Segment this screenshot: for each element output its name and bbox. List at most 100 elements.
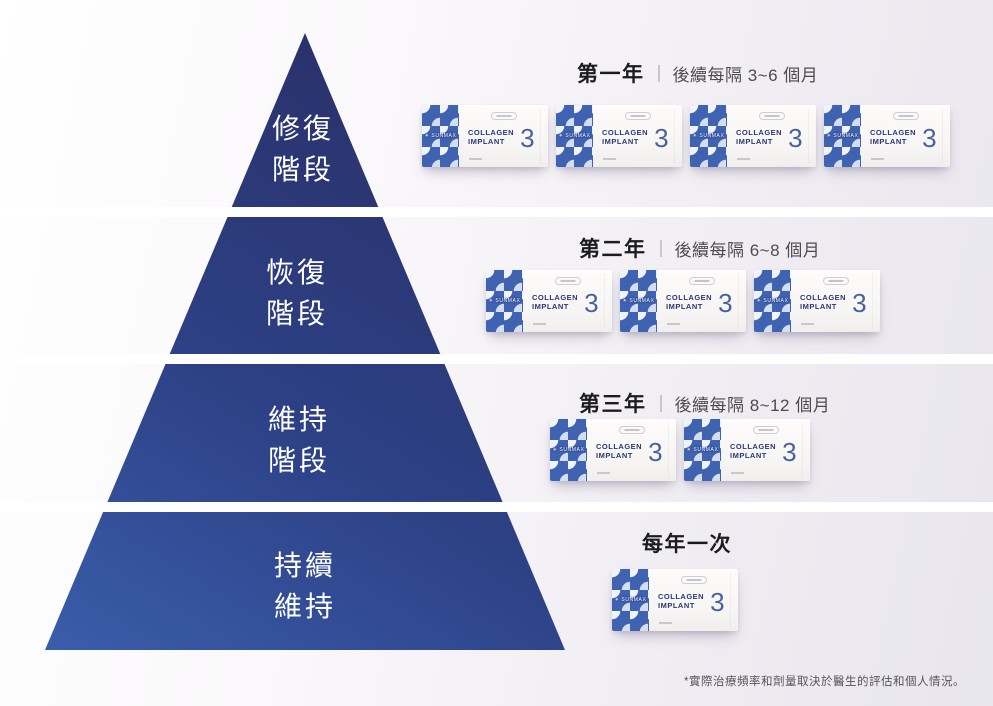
product-box-pattern-panel: ✳ SUNMAX xyxy=(684,419,721,481)
product-name-line1: COLLAGEN xyxy=(658,592,705,601)
product-name-line1: COLLAGEN xyxy=(532,293,579,302)
year3-label: 第三年 xyxy=(579,393,647,416)
product-name-line1: COLLAGEN xyxy=(602,128,649,137)
product-box: ✳ SUNMAX COLLAGEN IMPLANT 3 xyxy=(620,270,746,332)
product-badge xyxy=(892,112,919,120)
product-box-face: COLLAGEN IMPLANT 3 xyxy=(727,105,816,167)
product-name-line2: IMPLANT xyxy=(736,137,773,147)
product-box-face: COLLAGEN IMPLANT 3 xyxy=(593,105,682,167)
product-name-line1: COLLAGEN xyxy=(730,442,777,451)
product-name-line2: IMPLANT xyxy=(800,302,837,312)
sunmax-brand-text: SUNMAX xyxy=(763,298,789,304)
separator-band-1 xyxy=(0,207,993,217)
product-fine-print xyxy=(533,322,546,325)
product-name: COLLAGEN IMPLANT xyxy=(468,128,514,147)
sunmax-star-icon: ✳ xyxy=(614,597,620,603)
year2-divider xyxy=(659,239,662,257)
footnote: *實際治療頻率和劑量取決於醫生的評估和個人情況。 xyxy=(684,676,965,688)
product-name-line2: IMPLANT xyxy=(870,137,907,147)
product-box: ✳ SUNMAX COLLAGEN IMPLANT 3 xyxy=(690,105,816,167)
product-badge xyxy=(624,112,651,120)
product-box: ✳ SUNMAX COLLAGEN IMPLANT 3 xyxy=(550,419,676,481)
product-fine-print xyxy=(801,322,814,325)
product-fine-print xyxy=(597,471,610,474)
sunmax-star-icon: ✳ xyxy=(686,447,692,453)
product-number: 3 xyxy=(648,437,663,467)
product-name: COLLAGEN IMPLANT xyxy=(532,293,578,312)
year1-divider xyxy=(657,64,660,82)
separator-band-3 xyxy=(0,502,993,512)
product-box-pattern-panel: ✳ SUNMAX xyxy=(690,105,727,167)
product-name-line1: COLLAGEN xyxy=(596,442,643,451)
product-box: ✳ SUNMAX COLLAGEN IMPLANT 3 xyxy=(824,105,950,167)
sunmax-logo: ✳ SUNMAX xyxy=(827,133,859,139)
year1-product-boxes: ✳ SUNMAX COLLAGEN IMPLANT 3 ✳ SUNMAX COL… xyxy=(422,105,950,167)
product-number: 3 xyxy=(654,123,669,153)
product-number: 3 xyxy=(520,123,535,153)
product-title: COLLAGEN IMPLANT 3 xyxy=(870,125,937,151)
stage-label-maintain: 維持 階段 xyxy=(268,399,330,481)
sunmax-logo: ✳ SUNMAX xyxy=(757,298,789,304)
product-box-face: COLLAGEN IMPLANT 3 xyxy=(791,270,880,332)
sunmax-star-icon: ✳ xyxy=(488,298,494,304)
sunmax-logo: ✳ SUNMAX xyxy=(489,298,521,304)
product-name-line2: IMPLANT xyxy=(666,302,703,312)
product-title: COLLAGEN IMPLANT 3 xyxy=(658,587,725,617)
product-fine-print xyxy=(731,471,744,474)
product-title: COLLAGEN IMPLANT 3 xyxy=(736,123,803,153)
yearly-once-product-box: ✳ SUNMAX COLLAGEN IMPLANT 3 xyxy=(612,569,738,631)
product-number: 3 xyxy=(710,587,725,617)
year3-product-boxes: ✳ SUNMAX COLLAGEN IMPLANT 3 ✳ SUNMAX COL… xyxy=(550,419,810,481)
product-name-line2: IMPLANT xyxy=(730,451,767,461)
year1-label: 第一年 xyxy=(577,63,645,86)
product-badge xyxy=(758,112,785,120)
sunmax-logo: ✳ SUNMAX xyxy=(553,447,585,453)
product-box-pattern-panel: ✳ SUNMAX xyxy=(486,270,523,332)
product-name: COLLAGEN IMPLANT xyxy=(658,592,704,611)
product-fine-print xyxy=(871,157,884,160)
product-number: 3 xyxy=(852,288,867,318)
sunmax-logo: ✳ SUNMAX xyxy=(687,447,719,453)
product-box: ✳ SUNMAX COLLAGEN IMPLANT 3 xyxy=(422,105,548,167)
pyramid-segment-continuous xyxy=(45,512,565,650)
stage-label-line: 階段 xyxy=(268,445,331,476)
product-name: COLLAGEN IMPLANT xyxy=(800,293,846,312)
sunmax-brand-text: SUNMAX xyxy=(699,133,725,139)
sunmax-star-icon: ✳ xyxy=(558,133,564,139)
year2-frequency: 後續每隔 6~8 個月 xyxy=(674,240,821,260)
product-box: ✳ SUNMAX COLLAGEN IMPLANT 3 xyxy=(612,569,738,631)
sunmax-brand-text: SUNMAX xyxy=(565,133,591,139)
stage-label-line: 修復 xyxy=(272,113,335,144)
product-title: COLLAGEN IMPLANT 3 xyxy=(596,437,663,467)
product-title: COLLAGEN IMPLANT 3 xyxy=(730,439,797,465)
year3-frequency: 後續每隔 8~12 個月 xyxy=(674,395,831,415)
stage-label-line: 恢復 xyxy=(266,257,329,288)
product-box: ✳ SUNMAX COLLAGEN IMPLANT 3 xyxy=(486,270,612,332)
sunmax-logo: ✳ SUNMAX xyxy=(425,133,457,139)
product-box-face: COLLAGEN IMPLANT 3 xyxy=(657,270,746,332)
product-box-face: COLLAGEN IMPLANT 3 xyxy=(721,419,810,481)
product-box-face: COLLAGEN IMPLANT 3 xyxy=(861,105,950,167)
stage-label-continuous: 持續 維持 xyxy=(274,545,336,627)
year2-label: 第二年 xyxy=(579,238,647,261)
year3-divider xyxy=(659,394,662,412)
product-title: COLLAGEN IMPLANT 3 xyxy=(532,290,599,316)
sunmax-star-icon: ✳ xyxy=(552,447,558,453)
product-name-line1: COLLAGEN xyxy=(736,128,783,137)
product-fine-print xyxy=(737,157,750,160)
product-name-line2: IMPLANT xyxy=(658,601,695,611)
product-name: COLLAGEN IMPLANT xyxy=(730,442,776,461)
sunmax-logo: ✳ SUNMAX xyxy=(615,597,647,603)
product-box: ✳ SUNMAX COLLAGEN IMPLANT 3 xyxy=(684,419,810,481)
product-number: 3 xyxy=(718,288,733,318)
product-badge xyxy=(490,112,517,120)
product-box: ✳ SUNMAX COLLAGEN IMPLANT 3 xyxy=(556,105,682,167)
pyramid-segment-repair xyxy=(231,33,379,207)
product-name: COLLAGEN IMPLANT xyxy=(602,128,648,147)
product-name: COLLAGEN IMPLANT xyxy=(596,442,642,461)
sunmax-star-icon: ✳ xyxy=(826,133,832,139)
product-box: ✳ SUNMAX COLLAGEN IMPLANT 3 xyxy=(754,270,880,332)
product-fine-print xyxy=(667,322,680,325)
product-number: 3 xyxy=(788,123,803,153)
